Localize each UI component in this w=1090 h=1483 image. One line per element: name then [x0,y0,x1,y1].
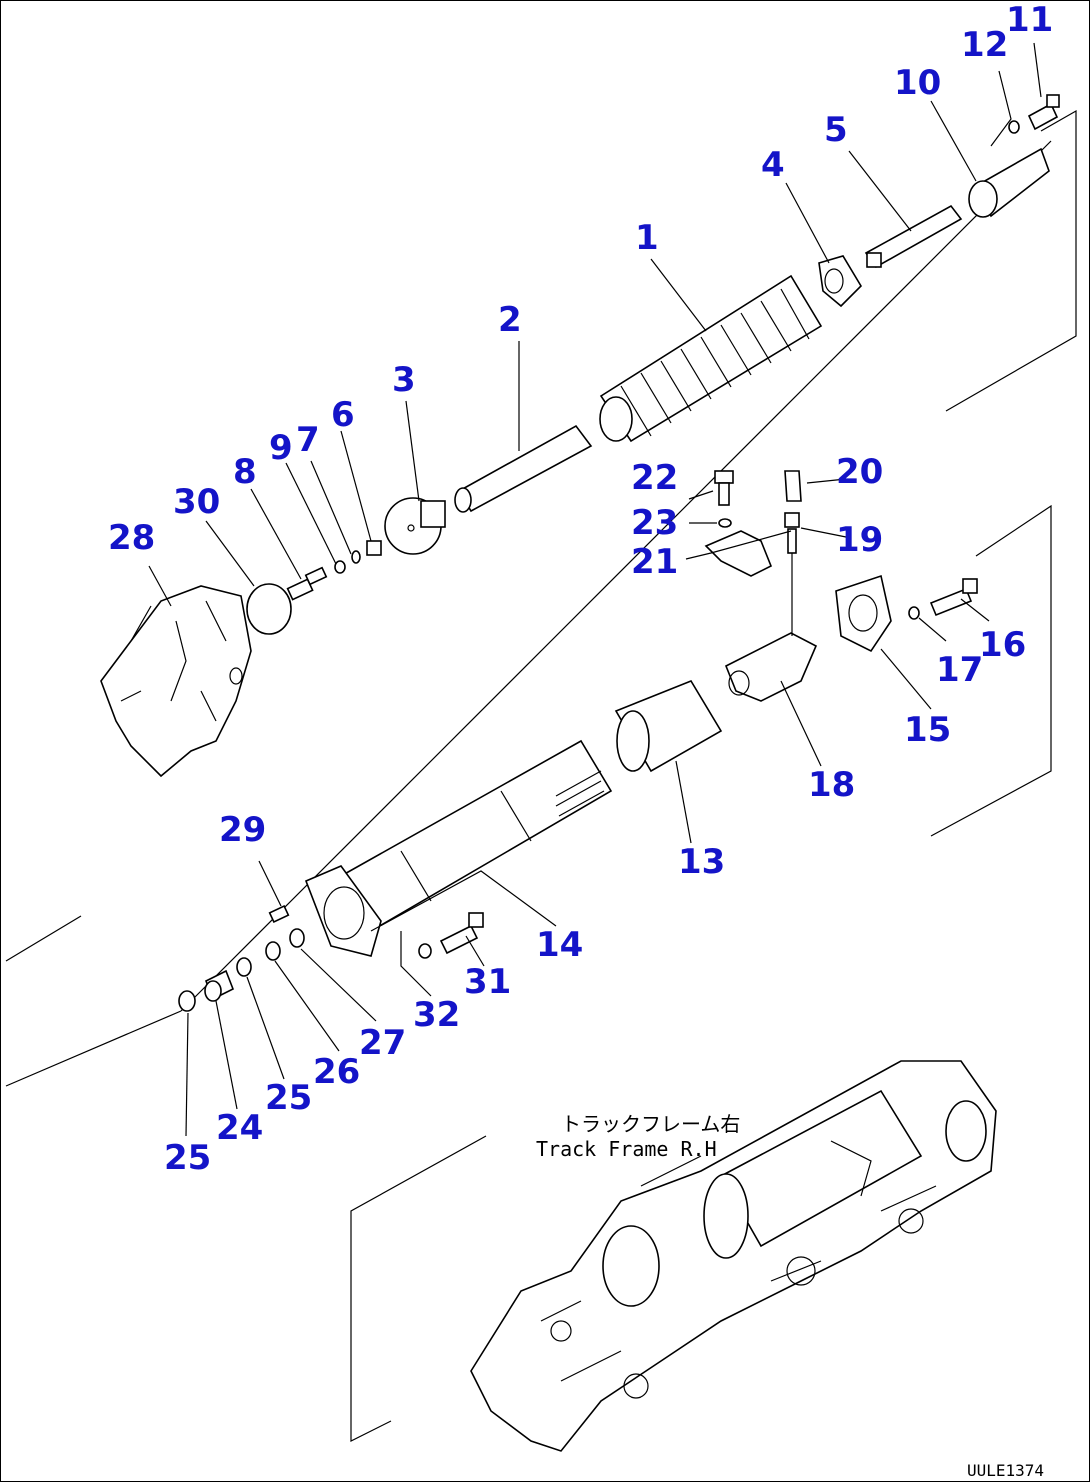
callout-14: 14 [536,925,583,965]
callout-24: 24 [216,1108,263,1148]
nut-6 [366,540,382,556]
cylinder-14 [304,739,613,957]
callout-28: 28 [108,518,155,558]
ring-25a [236,957,252,977]
callout-18: 18 [808,765,855,805]
ring-27 [289,928,305,948]
callout-20: 20 [836,452,883,492]
callout-11: 11 [1006,1,1053,40]
boundary-lines [5,109,1077,1442]
callout-5: 5 [824,110,848,150]
callout-16: 16 [979,625,1026,665]
bolt-16 [929,578,978,617]
washer-32 [418,943,432,959]
disc-3 [384,497,446,555]
bolt-31 [439,912,484,955]
assembly-axis [180,140,1052,1012]
track-frame-inset-illustration [470,1060,997,1452]
callout-12: 12 [961,25,1008,65]
bolt-11 [1027,94,1060,131]
fitting-19 [784,512,800,636]
callout-9: 9 [269,428,293,468]
callout-30: 30 [173,482,220,522]
washer-9 [334,560,346,574]
callout-29: 29 [219,810,266,850]
callout-2: 2 [498,300,522,340]
callout-7: 7 [296,420,320,460]
callout-1: 1 [635,218,659,258]
pin-29 [268,905,290,923]
washer-7 [351,550,361,564]
washer-17 [908,606,920,620]
callout-4: 4 [761,145,785,185]
washer-12 [1008,120,1020,134]
callout-26: 26 [313,1052,360,1092]
callout-3: 3 [392,360,416,400]
callout-21: 21 [631,542,678,582]
ring-25b [178,990,196,1012]
part-callouts: 1 2 3 4 5 6 7 8 9 10 11 12 13 14 15 16 1… [108,1,1053,1178]
callout-10: 10 [894,63,941,103]
callout-22: 22 [631,458,678,498]
callout-6: 6 [331,395,355,435]
rod-5 [864,204,963,269]
plug-24 [204,969,235,1002]
valve-20 [784,470,802,502]
callout-25b: 25 [164,1138,211,1178]
bolt-8 [286,566,328,601]
callout-17: 17 [936,650,983,690]
bolt-22 [714,470,734,506]
holder-4 [818,255,863,308]
ring-26 [265,941,281,961]
flange-15 [835,574,892,653]
bracket-21 [704,530,773,577]
o-ring-30 [246,583,292,635]
callout-31: 31 [464,962,511,1002]
inset-caption-jp: トラックフレーム右 [561,1112,740,1136]
leader-lines [148,42,1042,1137]
callout-19: 19 [836,520,883,560]
callout-8: 8 [233,452,257,492]
yoke-bracket-28 [100,585,252,778]
washer-23 [718,518,732,528]
callout-23: 23 [631,503,678,543]
spring-1 [599,274,823,443]
sleeve-13 [614,680,723,773]
callout-25a: 25 [265,1078,312,1118]
sleeve-10 [968,147,1050,218]
callout-32: 32 [413,995,460,1035]
callout-15: 15 [904,710,951,750]
inset-caption-en: Track Frame R.H [536,1137,717,1161]
block-18 [724,632,818,702]
rod-2 [454,424,593,513]
callout-27: 27 [359,1023,406,1063]
drawing-code: UULE1374 [967,1461,1044,1480]
callout-13: 13 [678,842,725,882]
